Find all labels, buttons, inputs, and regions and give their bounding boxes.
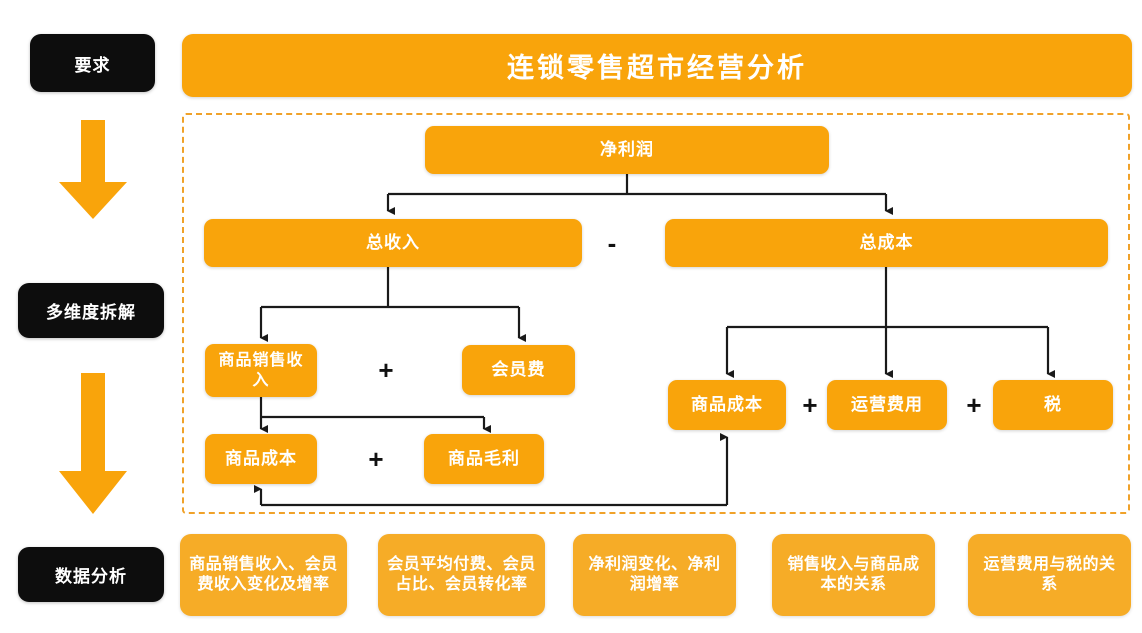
analysis-card-label: 运营费用与税的关系 <box>983 555 1116 593</box>
node-merchandise-gross-profit[interactable]: 商品毛利 <box>424 434 544 484</box>
node-merchandise-sales-revenue[interactable]: 商品销售收入 <box>205 344 317 397</box>
node-tax[interactable]: 税 <box>993 380 1113 430</box>
analysis-card-revenue-vs-cost[interactable]: 销售收入与商品成本的关系 <box>772 534 935 616</box>
analysis-card-label: 销售收入与商品成本的关系 <box>787 555 920 593</box>
node-label: 商品销售收入 <box>218 351 304 389</box>
stage-chip-requirements[interactable]: 要求 <box>30 34 155 92</box>
node-merchandise-cost-right[interactable]: 商品成本 <box>668 380 786 430</box>
node-label: 商品成本 <box>225 449 297 469</box>
operator-minus: - <box>607 228 617 258</box>
operator-plus-cost-1: + <box>802 390 818 420</box>
node-label: 商品成本 <box>691 395 763 415</box>
node-net-profit[interactable]: 净利润 <box>425 126 829 174</box>
analysis-card-label: 净利润变化、净利润增率 <box>588 555 721 593</box>
page-title: 连锁零售超市经营分析 <box>182 34 1132 97</box>
down-arrow-icon-2 <box>55 373 131 515</box>
stage-label: 多维度拆解 <box>46 303 136 322</box>
operator-plus-cost-2: + <box>966 390 982 420</box>
analysis-card-opex-vs-tax[interactable]: 运营费用与税的关系 <box>968 534 1131 616</box>
node-total-revenue[interactable]: 总收入 <box>204 219 582 267</box>
operator-plus-sales: + <box>368 444 384 474</box>
node-label: 会员费 <box>491 360 546 380</box>
stage-label: 要求 <box>74 55 111 75</box>
stage-chip-multidimensional-breakdown[interactable]: 多维度拆解 <box>18 283 164 338</box>
node-label: 商品毛利 <box>448 449 520 469</box>
analysis-card-label: 商品销售收入、会员费收入变化及增率 <box>189 555 338 593</box>
node-label: 总收入 <box>366 233 420 253</box>
analysis-card-label: 会员平均付费、会员占比、会员转化率 <box>387 555 536 593</box>
node-total-cost[interactable]: 总成本 <box>665 219 1108 267</box>
node-merchandise-cost-left[interactable]: 商品成本 <box>205 434 317 484</box>
analysis-card-sales-revenue-growth[interactable]: 商品销售收入、会员费收入变化及增率 <box>180 534 347 616</box>
node-label: 净利润 <box>600 140 654 160</box>
node-label: 总成本 <box>859 233 914 253</box>
node-membership-fee[interactable]: 会员费 <box>462 345 575 395</box>
node-label: 税 <box>1044 395 1062 415</box>
analysis-card-net-profit-change[interactable]: 净利润变化、净利润增率 <box>573 534 736 616</box>
page-title-text: 连锁零售超市经营分析 <box>507 53 807 83</box>
breakdown-panel <box>182 113 1130 514</box>
operator-plus-revenue: + <box>378 355 394 385</box>
down-arrow-icon-1 <box>55 120 131 220</box>
stage-chip-data-analysis[interactable]: 数据分析 <box>18 547 164 602</box>
analysis-card-member-metrics[interactable]: 会员平均付费、会员占比、会员转化率 <box>378 534 545 616</box>
node-label: 运营费用 <box>851 395 923 415</box>
stage-label: 数据分析 <box>55 567 127 586</box>
node-operating-expenses[interactable]: 运营费用 <box>827 380 947 430</box>
